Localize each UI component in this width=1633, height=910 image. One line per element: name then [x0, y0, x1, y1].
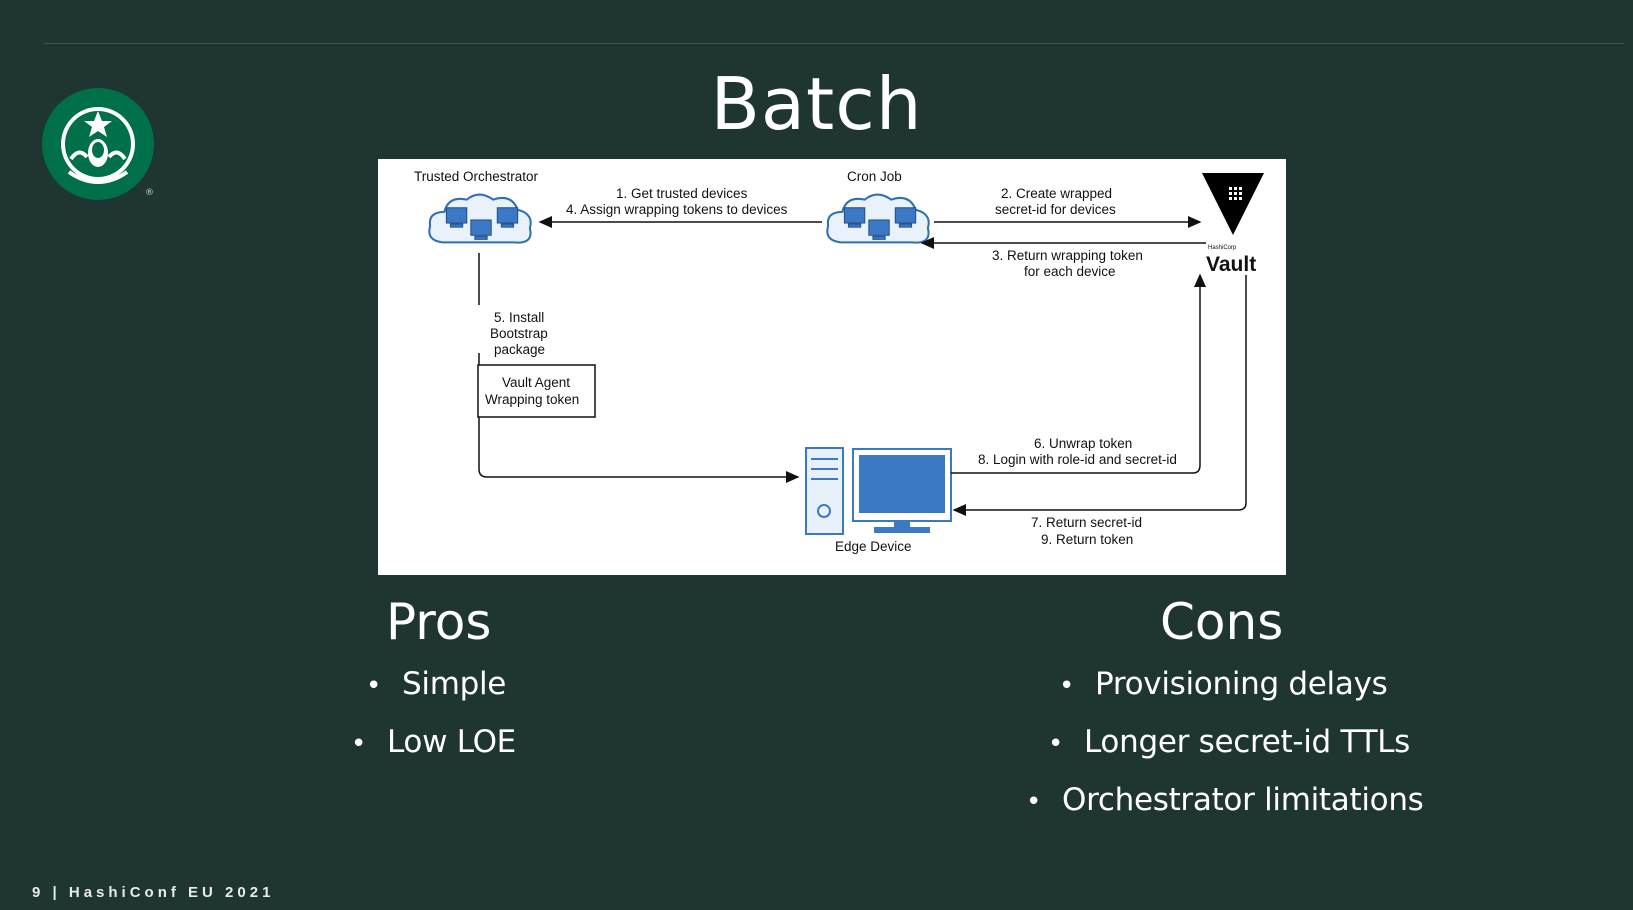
slide-footer: 9 | HashiConf EU 2021 [32, 884, 275, 901]
edge-5-label-2: Bootstrap [490, 326, 548, 341]
wrapping-token-label: Wrapping token [485, 392, 579, 407]
edge-8-label: 8. Login with role-id and secret-id [978, 452, 1177, 467]
edge-3-label-2: for each device [1024, 264, 1116, 279]
vault-label: Vault [1206, 253, 1256, 276]
pros-item: •Simple [366, 666, 507, 702]
vault-agent-label: Vault Agent [502, 375, 570, 390]
edge-6-label: 6. Unwrap token [1034, 436, 1132, 451]
vault-icon [1202, 173, 1264, 235]
edge-2-label-2: secret-id for devices [995, 202, 1116, 217]
orchestrator-cloud-icon [428, 193, 532, 244]
architecture-diagram: Trusted Orchestrator Cron Job HashiCorp … [378, 159, 1286, 575]
cron-job-cloud-icon [826, 193, 930, 244]
svg-text:®: ® [145, 188, 154, 198]
vault-agent-box: Vault Agent Wrapping token [477, 364, 596, 418]
starbucks-logo: ® [42, 88, 154, 200]
slide-title: Batch [710, 62, 923, 146]
orchestrator-label: Trusted Orchestrator [414, 169, 539, 184]
cons-item: •Provisioning delays [1059, 666, 1388, 702]
edge-5-label: 5. Install [494, 310, 544, 325]
cons-item: •Longer secret-id TTLs [1048, 724, 1411, 760]
cons-item: •Orchestrator limitations [1026, 782, 1424, 818]
top-divider [44, 43, 1624, 44]
edge-device-icon [805, 447, 952, 535]
edge-4-label: 4. Assign wrapping tokens to devices [566, 202, 788, 217]
edge-5-label-3: package [494, 342, 545, 357]
edge-2-label: 2. Create wrapped [1001, 186, 1112, 201]
diagram-canvas: Trusted Orchestrator Cron Job HashiCorp … [414, 169, 1264, 554]
edge-7-label: 7. Return secret-id [1031, 515, 1142, 530]
cons-heading: Cons [1160, 593, 1284, 651]
edge-1-label: 1. Get trusted devices [616, 186, 748, 201]
edge-3-label: 3. Return wrapping token [992, 248, 1143, 263]
edge-device-label: Edge Device [835, 539, 912, 554]
pros-heading: Pros [386, 593, 492, 651]
vault-vendor-label: HashiCorp [1208, 245, 1237, 251]
edge-9-label: 9. Return token [1041, 532, 1133, 547]
pros-item: •Low LOE [351, 724, 516, 760]
cron-job-label: Cron Job [847, 169, 902, 184]
